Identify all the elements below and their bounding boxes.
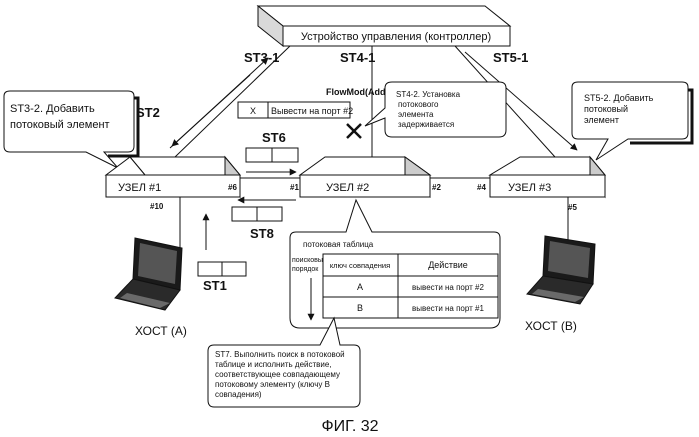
st1-packet (198, 262, 246, 276)
callout-st4-2: ST4-2. Установка потокового элемента зад… (365, 82, 506, 137)
callout-st7-line1: ST7. Выполнить поиск в потоковой (215, 350, 345, 359)
controller-label: Устройство управления (контроллер) (301, 31, 491, 43)
st3-1-label: ST3-1 (244, 50, 279, 65)
search-order-line2: порядок (292, 266, 319, 273)
flow-table-row-1-key: A (357, 282, 363, 292)
callout-st7-line5: совпадения) (215, 390, 262, 399)
flowmod-entry: X Вывести на порт #2 (238, 102, 353, 118)
blocked-x-icon (347, 124, 361, 138)
flowmod-match: X (250, 106, 256, 116)
flow-table-header-key: ключ совпадения (330, 261, 390, 270)
node-2-label: УЗЕЛ #2 (326, 182, 369, 194)
host-b-label: ХОСТ (В) (525, 319, 577, 333)
st6-packet (246, 148, 298, 162)
callout-st3-2-line1: ST3-2. Добавить (10, 103, 95, 115)
callout-st4-2-line1: ST4-2. Установка (396, 90, 461, 99)
st8-label: ST8 (250, 226, 274, 241)
callout-st3-2: ST3-2. Добавить потоковый элемент (4, 91, 138, 168)
controller-box: Устройство управления (контроллер) (258, 6, 510, 46)
node-2-port-2: #2 (432, 183, 441, 192)
callout-st4-2-line4: задерживается (398, 120, 454, 129)
flow-table-title: потоковая таблица (303, 240, 374, 249)
flow-table-header-action: Действие (428, 260, 468, 270)
callout-st4-2-line3: элемента (398, 110, 434, 119)
st5-1-label: ST5-1 (493, 50, 528, 65)
node-1-port-6: #6 (228, 183, 237, 192)
st8-packet (232, 207, 282, 221)
st1-label: ST1 (203, 278, 227, 293)
st2-label: ST2 (136, 105, 160, 120)
node-2: УЗЕЛ #2 #2 (300, 157, 441, 197)
callout-st5-2-line3: элемент (584, 115, 619, 125)
node-3-label: УЗЕЛ #3 (508, 182, 551, 194)
node-3: УЗЕЛ #3 #4 #5 (477, 157, 605, 212)
node-1-port-1: #1 (290, 183, 299, 192)
st6-label: ST6 (262, 130, 286, 145)
callout-st3-2-line2: потоковый элемент (10, 119, 110, 131)
host-a-label: ХОСТ (А) (135, 324, 187, 338)
callout-st7-line4: потоковому элементу (ключу B (215, 380, 330, 389)
node-3-port-4: #4 (477, 183, 486, 192)
flow-table-callout: потоковая таблица поисковый порядок ключ… (290, 200, 500, 328)
flow-table-row-2-key: B (357, 303, 363, 313)
st4-1-label: ST4-1 (340, 50, 375, 65)
flowmod-title: FlowMod(Add) (326, 87, 388, 97)
laptop-icon-host-a (115, 238, 182, 310)
callout-st5-2: ST5-2. Добавить потоковый элемент (572, 82, 692, 160)
callout-st7-line3: соответствующее совпадающему (215, 370, 340, 379)
callout-st7-line2: таблице и исполнить действие, (215, 360, 332, 369)
node-1: УЗЕЛ #1 #6 #10 (106, 157, 240, 211)
flow-table-row-1-action: вывести на порт #2 (412, 283, 484, 292)
node-1-port-10: #10 (150, 202, 164, 211)
flowmod-action: Вывести на порт #2 (271, 106, 353, 116)
search-order-line1: поисковый (292, 256, 327, 264)
node-3-port-5: #5 (568, 203, 577, 212)
node-1-label: УЗЕЛ #1 (118, 182, 161, 194)
callout-st4-2-line2: потокового (398, 100, 439, 109)
figure-caption: ФИГ. 32 (321, 418, 378, 435)
callout-st7: ST7. Выполнить поиск в потоковой таблице… (208, 318, 360, 407)
callout-st5-2-line2: потоковый (584, 104, 628, 114)
callout-st5-2-line1: ST5-2. Добавить (584, 93, 654, 103)
flow-table-row-2-action: вывести на порт #1 (412, 304, 484, 313)
laptop-icon-host-b (527, 236, 595, 304)
